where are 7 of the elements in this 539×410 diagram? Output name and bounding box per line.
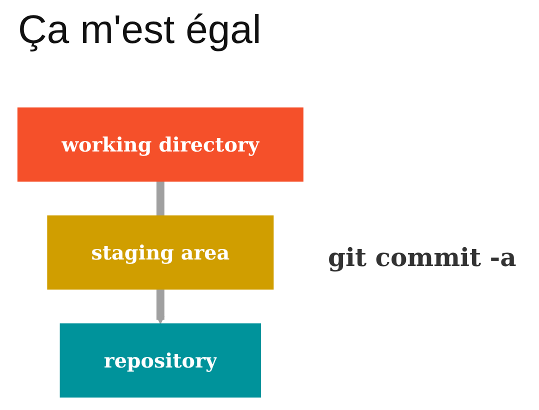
arrow — [156, 288, 165, 324]
node-box: staging area — [47, 215, 274, 290]
node-box: working directory — [17, 107, 304, 182]
connector — [156, 180, 164, 217]
command-text: git commit -a — [328, 243, 516, 272]
title: Ça m'est égal — [18, 8, 262, 53]
node-box: repository — [60, 323, 262, 398]
